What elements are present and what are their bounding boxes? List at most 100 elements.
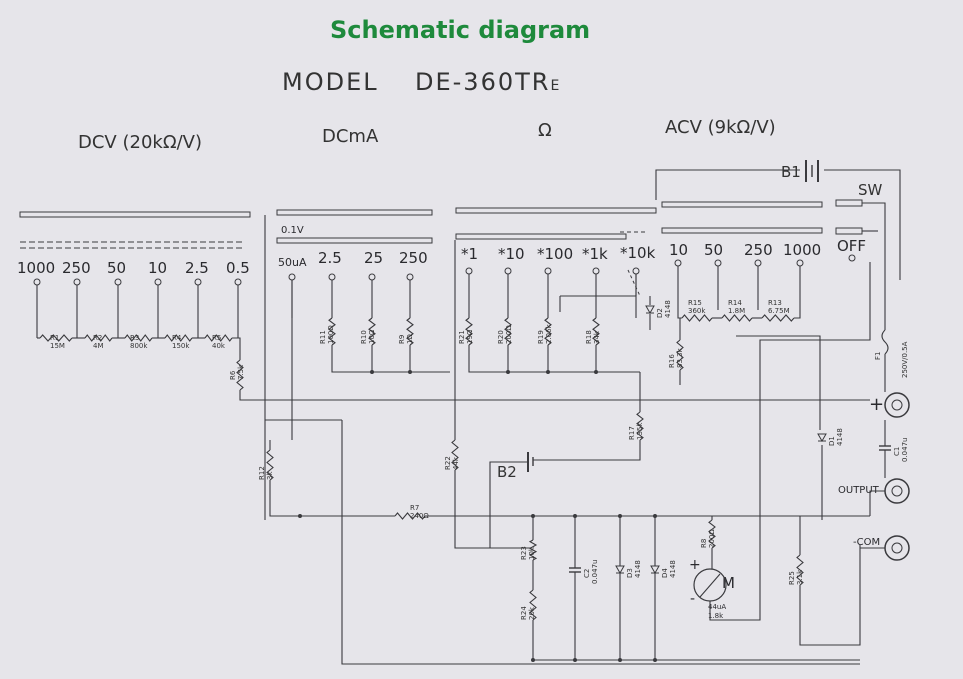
resistor-r25-ref: R25 [788, 571, 796, 585]
resistor-r19 [544, 317, 552, 346]
com-terminal [884, 535, 910, 561]
switch-contact [406, 273, 414, 281]
capacitor-c1-ref: C1 [893, 447, 901, 456]
switch-contact [504, 267, 512, 275]
resistor-r11-value: 100Ω [327, 325, 335, 344]
resistor-r21 [465, 317, 473, 346]
resistor-r21-value: 19Ω [466, 329, 474, 344]
fuse-f1 [881, 329, 889, 355]
meter-needle [699, 573, 721, 598]
switch-contact [465, 267, 473, 275]
resistor-r16-value: 83.3k [676, 347, 684, 368]
resistor-r2-ref: R2 [93, 334, 102, 342]
acv-scale-bar [661, 201, 823, 208]
resistor-r18-ref: R18 [585, 330, 593, 344]
resistor-r17-value: 135k [636, 422, 644, 440]
resistor-r14-value: 1.8M [728, 307, 745, 315]
acv-range-10: 10 [669, 241, 689, 259]
dcv-section-heading: DCV (20kΩ/V) [78, 132, 202, 153]
diode-d4-value: 4148 [669, 560, 677, 578]
resistor-r9-ref: R9 [398, 335, 406, 344]
ohm-range-x1: *1 [461, 245, 479, 263]
resistor-r3 [124, 334, 153, 342]
switch-contact [674, 259, 682, 267]
resistor-r12-value: 3k [266, 471, 274, 480]
battery-b2-label: B2 [497, 463, 517, 481]
diode-d1-ref: D1 [828, 436, 836, 446]
com-terminal-core [891, 542, 903, 554]
capacitor-c1-value: 0.047u [901, 438, 909, 462]
resistor-r8-value: 200Ω [708, 529, 716, 548]
resistor-r25-value: 3.1k [796, 569, 804, 585]
com-terminal-label: -COM [853, 537, 881, 548]
resistor-r6-value: 7.5k [237, 364, 245, 380]
capacitor-c2-value: 0.047u [591, 560, 599, 584]
diode-d2 [645, 305, 655, 315]
resistor-r17 [636, 411, 644, 441]
wire [489, 461, 528, 548]
resistor-r12 [266, 449, 274, 481]
resistor-r7-value: 240Ω [410, 512, 429, 520]
switch-contact [328, 273, 336, 281]
resistor-r12-ref: R12 [258, 466, 266, 480]
resistor-r14-ref: R14 [728, 299, 742, 307]
resistor-r14 [721, 314, 753, 322]
resistor-r20-value: 200Ω [505, 325, 513, 344]
resistor-r25 [796, 554, 804, 586]
plus-terminal-core [891, 399, 903, 411]
acv-range-bar [661, 227, 823, 234]
resistor-r5-value: 40k [212, 342, 226, 350]
dcma-range-250: 250 [399, 249, 428, 267]
resistor-r18-value: 34k [593, 330, 601, 344]
model-label: MODEL [282, 68, 379, 96]
diode-d2-ref: D2 [656, 308, 664, 318]
resistor-r24-value: 20k [528, 606, 536, 620]
ohm-section-heading: Ω [538, 120, 552, 141]
wire [454, 470, 530, 549]
switch-contact [194, 278, 202, 286]
resistor-r17-ref: R17 [628, 426, 636, 440]
resistor-r10 [368, 317, 376, 346]
wire [468, 345, 640, 373]
plus-terminal-label: + [869, 394, 885, 415]
wire [655, 169, 800, 200]
resistor-r9 [406, 317, 414, 346]
wire [269, 480, 300, 517]
wire [232, 337, 241, 360]
wire [341, 420, 860, 665]
switch-contact-lower [835, 227, 863, 235]
dcv-range-10: 10 [148, 259, 168, 277]
ohm-scale-bar [455, 207, 657, 214]
resistor-r4-ref: R4 [172, 334, 182, 342]
dcv-range-2-5: 2.5 [185, 259, 209, 277]
diode-d3-ref: D3 [626, 568, 634, 578]
output-terminal [884, 478, 910, 504]
diode-d4 [650, 565, 660, 575]
meter-minus-label: - [690, 591, 696, 607]
switch-contact [234, 278, 242, 286]
dcv-range-250: 250 [62, 259, 91, 277]
output-terminal-label: OUTPUT [838, 485, 879, 496]
resistor-r23-ref: R23 [520, 546, 528, 560]
resistor-r20-ref: R20 [497, 330, 505, 344]
ohm-range-x100: *100 [537, 245, 574, 263]
junction-dot [594, 370, 598, 374]
resistor-r19-ref: R19 [537, 330, 545, 344]
switch-label: SW [858, 181, 883, 199]
meter-current-label: 44uA [708, 603, 727, 611]
wire [799, 545, 861, 646]
resistor-r24-ref: R24 [520, 606, 528, 620]
output-terminal-core [891, 485, 903, 497]
junction-dot [506, 370, 510, 374]
switch-contact-upper [835, 199, 863, 207]
resistor-r23 [528, 539, 538, 561]
resistor-r9-value: 1Ω [406, 334, 414, 344]
fuse-rating: 250V/0.5A [901, 341, 909, 378]
plus-terminal [884, 392, 910, 418]
dcma-scale-label: 0.1V [281, 225, 304, 236]
switch-contact [33, 278, 41, 286]
resistor-r13-ref: R13 [768, 299, 782, 307]
resistor-r16-ref: R16 [668, 354, 676, 368]
